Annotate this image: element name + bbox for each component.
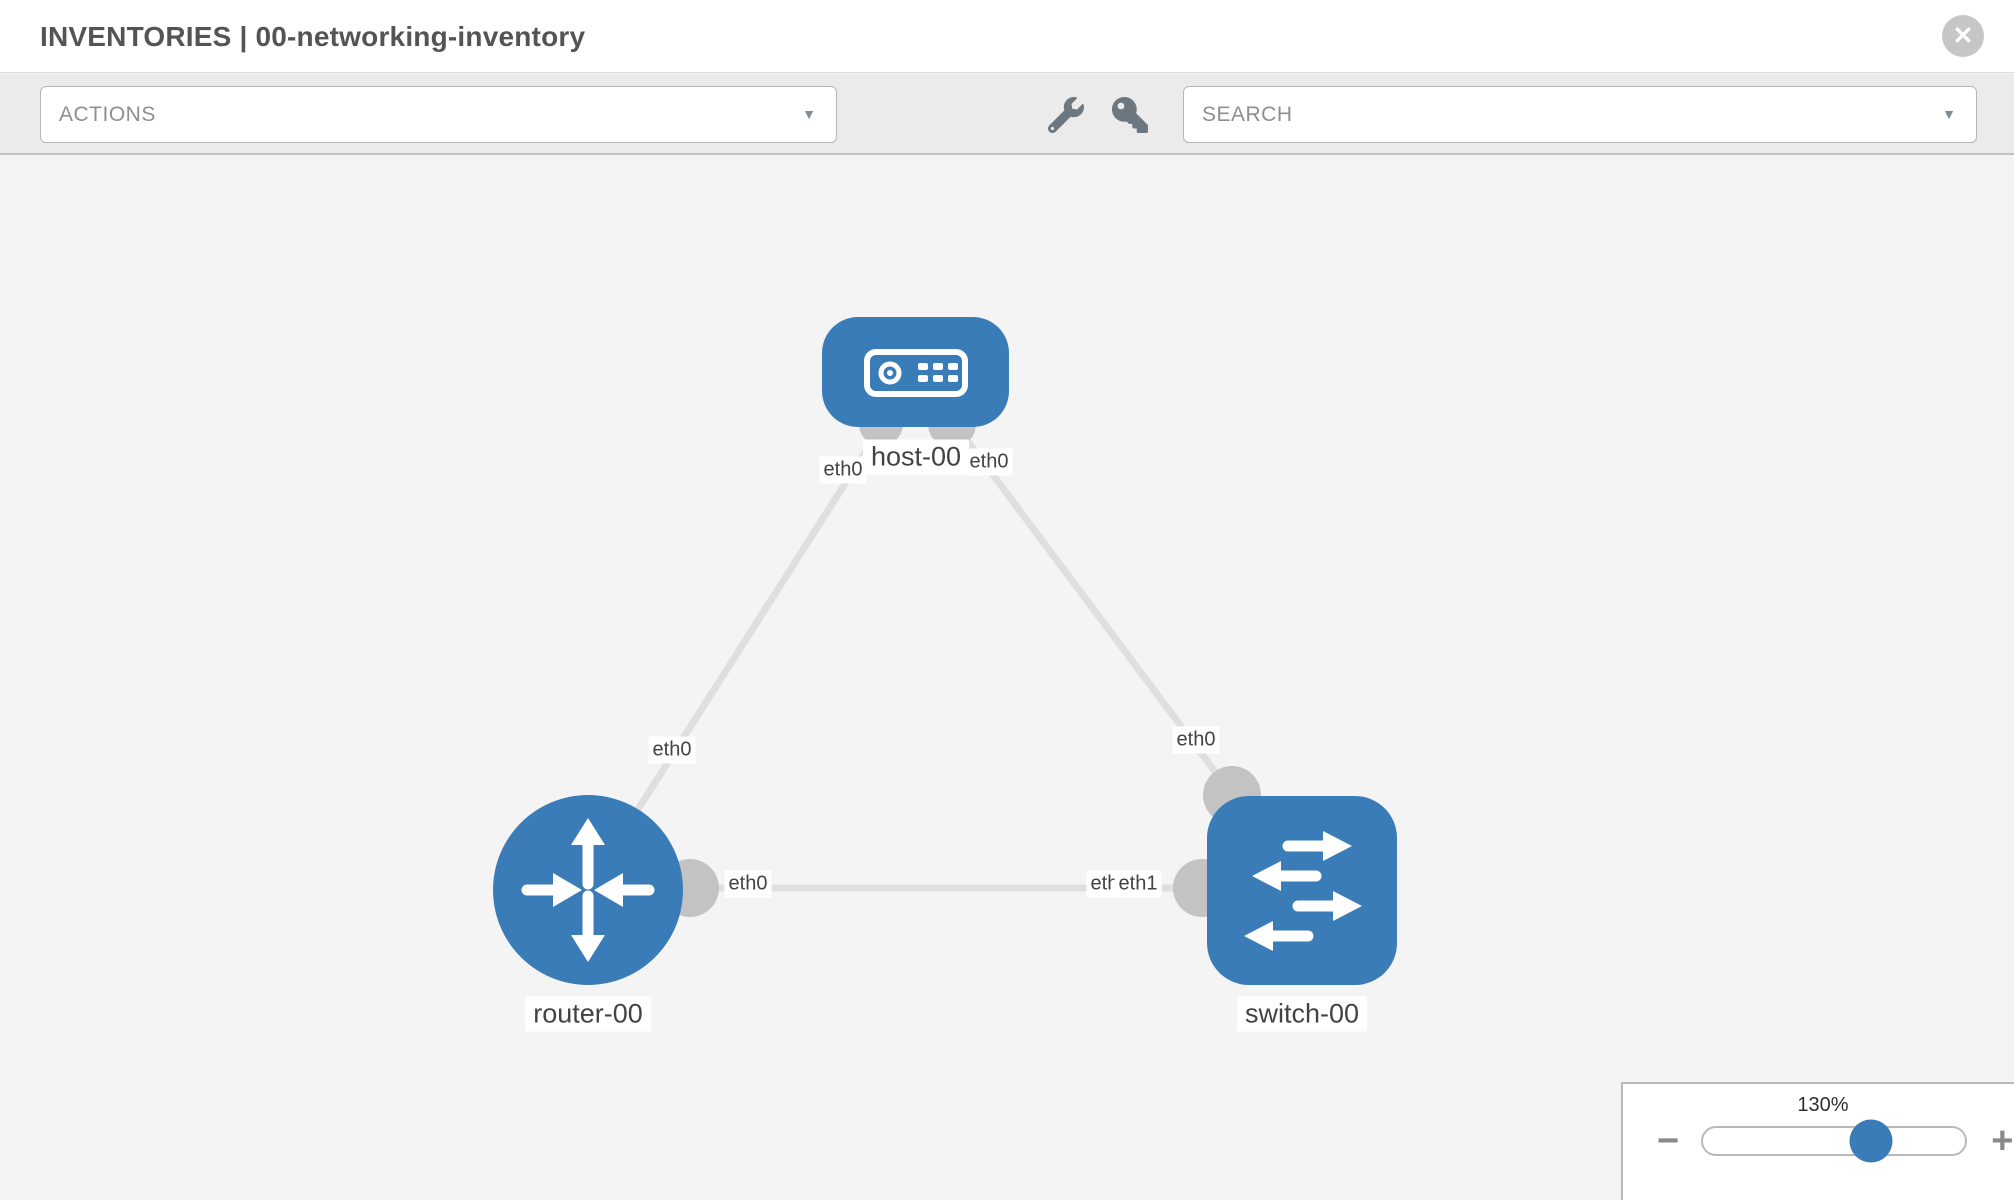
chevron-down-icon: ▼ [1942,106,1956,122]
node-host-00[interactable] [822,317,1009,427]
switch-icon [1244,831,1362,951]
zoom-control-panel: 130% − + [1621,1082,2014,1200]
actions-dropdown[interactable]: ACTIONS ▼ [40,86,837,143]
credentials-button[interactable] [1112,97,1148,133]
zoom-in-button[interactable]: + [1991,1120,2014,1162]
configure-button[interactable] [1047,97,1084,134]
key-icon [1112,97,1148,133]
host-icon [864,349,968,397]
close-icon: ✕ [1952,22,1974,50]
interface-label: eth1 [1114,870,1162,898]
node-router-00[interactable] [493,795,683,985]
page-title: INVENTORIES | 00-networking-inventory [40,21,586,52]
interface-label: eth0 [965,448,1013,476]
toolbar: ACTIONS ▼ SEARCH ▼ [0,74,2014,155]
node-label-switch-00: switch-00 [1236,996,1368,1032]
zoom-slider[interactable] [1701,1119,1968,1163]
interface-label: eth0 [648,736,696,764]
header: INVENTORIES | 00-networking-inventory ✕ [0,0,2014,73]
interface-connectors [661,400,1261,917]
zoom-level-value: 130% [1797,1094,1849,1116]
node-switch-00[interactable] [1207,796,1397,985]
actions-dropdown-label: ACTIONS [59,103,156,126]
interface-label: eth0 [1172,726,1220,754]
router-icon [521,818,655,962]
wrench-icon [1047,97,1084,134]
zoom-slider-thumb[interactable] [1849,1119,1893,1163]
interface-label: eth0 [724,870,772,898]
search-dropdown[interactable]: SEARCH ▼ [1183,86,1977,143]
search-dropdown-label: SEARCH [1202,103,1293,126]
interface-label: eth0 [819,456,867,484]
zoom-out-button[interactable]: − [1657,1120,1680,1162]
node-label-host-00: host-00 [862,439,970,475]
node-label-router-00: router-00 [525,996,651,1032]
chevron-down-icon: ▼ [802,106,816,122]
close-button[interactable]: ✕ [1942,15,1984,57]
